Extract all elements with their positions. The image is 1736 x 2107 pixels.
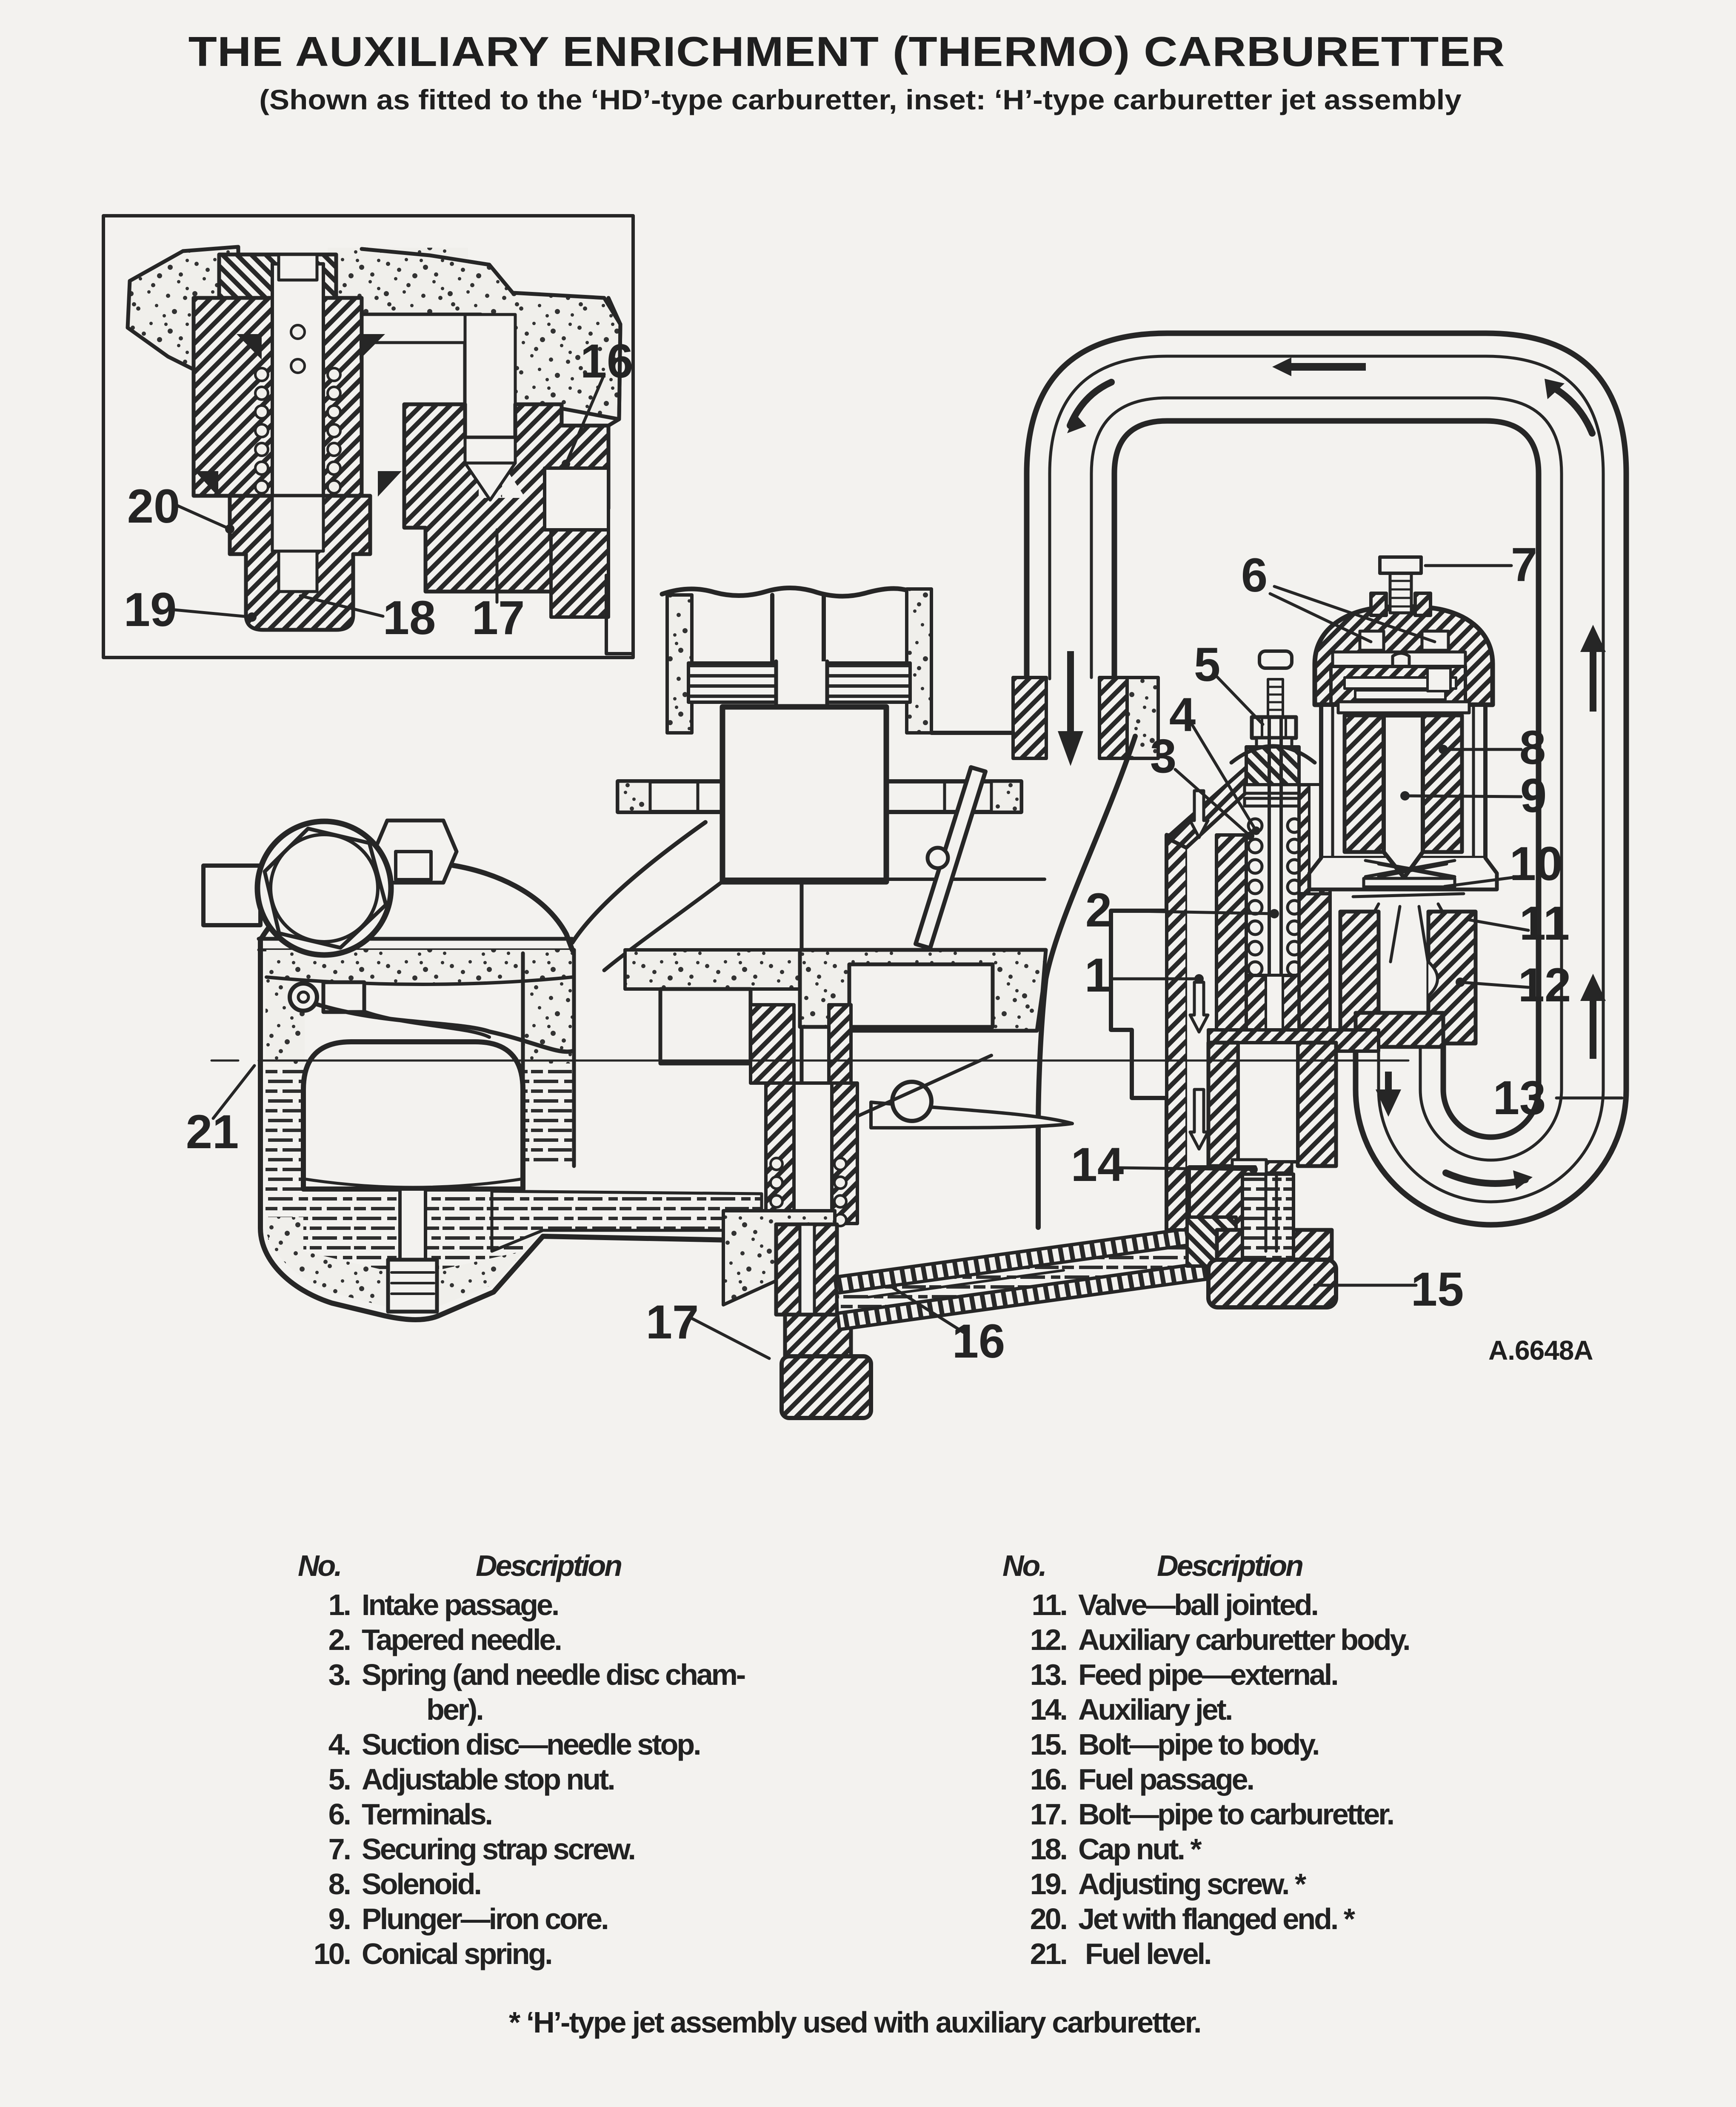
svg-text:9: 9: [1520, 769, 1547, 822]
svg-text:14: 14: [1071, 1138, 1124, 1191]
svg-text:12: 12: [1518, 958, 1571, 1012]
svg-text:17: 17: [472, 591, 525, 644]
svg-text:11: 11: [1519, 897, 1570, 950]
svg-text:10: 10: [1510, 837, 1563, 890]
svg-text:6: 6: [1241, 549, 1268, 602]
svg-text:4: 4: [1169, 688, 1196, 741]
svg-text:21: 21: [186, 1105, 239, 1158]
svg-text:13: 13: [1493, 1071, 1546, 1124]
svg-text:3: 3: [1150, 729, 1176, 783]
svg-text:20: 20: [127, 480, 180, 533]
svg-text:18: 18: [383, 591, 436, 644]
svg-text:17: 17: [646, 1295, 699, 1349]
svg-text:19: 19: [124, 583, 177, 636]
svg-text:5: 5: [1194, 638, 1220, 691]
svg-text:16: 16: [580, 334, 634, 388]
svg-text:1: 1: [1085, 949, 1111, 1002]
svg-text:16: 16: [952, 1315, 1005, 1368]
svg-text:15: 15: [1411, 1263, 1464, 1316]
svg-text:2: 2: [1085, 883, 1112, 937]
svg-text:8: 8: [1519, 721, 1546, 774]
svg-text:7: 7: [1511, 538, 1537, 591]
